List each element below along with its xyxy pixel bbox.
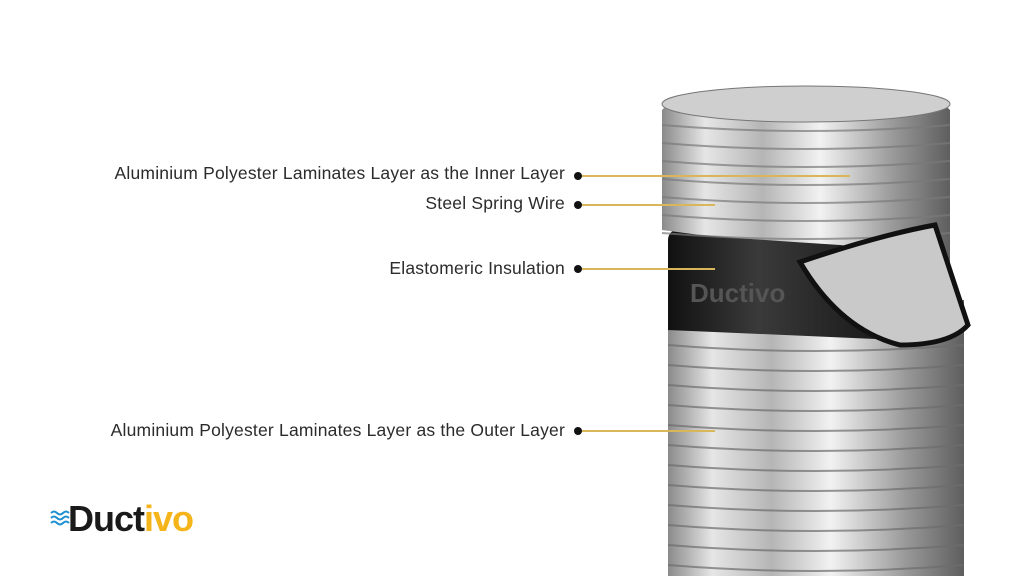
corrugation-ridge bbox=[667, 384, 965, 392]
corrugation-ridge bbox=[661, 178, 951, 186]
corrugation-ridge bbox=[667, 344, 965, 352]
logo-text-ivo: ivo bbox=[144, 498, 194, 539]
leader-line bbox=[582, 204, 715, 206]
corrugation-ridge bbox=[667, 544, 965, 552]
label-insulation: Elastomeric Insulation bbox=[389, 258, 565, 278]
logo-text-duct: Duct bbox=[68, 498, 145, 539]
duct-print-text: Ductivo bbox=[690, 278, 785, 308]
label-dot bbox=[574, 265, 582, 273]
corrugation-ridge bbox=[667, 364, 965, 372]
corrugation-ridge bbox=[667, 424, 965, 432]
label-spring-wire: Steel Spring Wire bbox=[425, 193, 565, 213]
corrugation-ridge bbox=[667, 504, 965, 512]
corrugation-ridge bbox=[661, 196, 951, 204]
corrugation-ridge bbox=[667, 464, 965, 472]
corrugation-ridge bbox=[667, 484, 965, 492]
leader-line bbox=[582, 175, 850, 177]
wave-icon bbox=[50, 510, 70, 526]
corrugation-ridge bbox=[661, 142, 951, 150]
leader-line bbox=[582, 268, 715, 270]
corrugation-ridge bbox=[667, 444, 965, 452]
label-dot bbox=[574, 427, 582, 435]
corrugation-ridge bbox=[667, 564, 965, 572]
label-outer-layer: Aluminium Polyester Laminates Layer as t… bbox=[110, 420, 565, 440]
corrugation-ridge bbox=[661, 160, 951, 168]
label-dot bbox=[574, 201, 582, 209]
label-dot bbox=[574, 172, 582, 180]
corrugation-ridge bbox=[667, 404, 965, 412]
corrugation-ridge bbox=[661, 124, 951, 132]
corrugation-ridge bbox=[667, 524, 965, 532]
leader-line bbox=[582, 430, 715, 432]
corrugation-ridge bbox=[661, 214, 951, 222]
label-inner-layer: Aluminium Polyester Laminates Layer as t… bbox=[114, 163, 565, 183]
